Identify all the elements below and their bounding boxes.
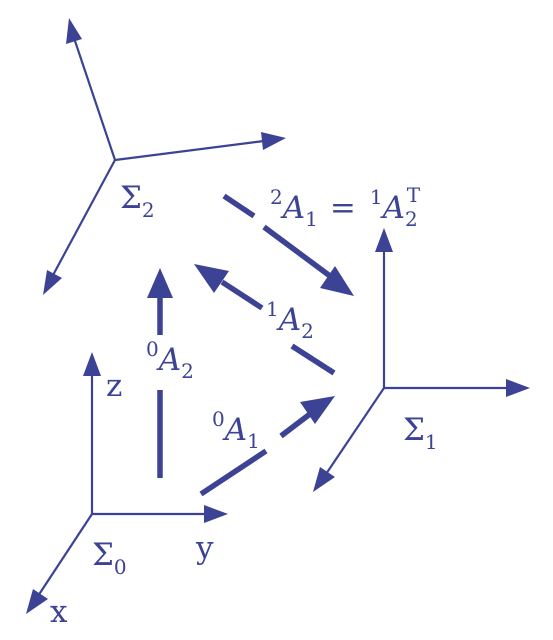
a21-arrow-lower	[262, 224, 332, 279]
frame-sigma2: Σ2	[43, 18, 286, 295]
transform-a12: 1A2	[194, 264, 336, 376]
a21-base: A	[280, 190, 305, 226]
a12-pre: 1	[266, 297, 279, 321]
sigma2-index: 2	[142, 198, 155, 222]
frame-sigma0: z y x Σ0	[26, 352, 228, 630]
sigma2-z-arrowhead	[66, 18, 82, 44]
sigma0-index: 0	[114, 555, 127, 579]
a02-pre: 0	[146, 337, 159, 361]
sigma1-symbol: Σ	[403, 412, 425, 448]
sigma1-index: 1	[425, 430, 438, 454]
sigma2-y-axis	[114, 139, 265, 162]
a01-arrowhead	[300, 396, 335, 424]
sigma0-symbol: Σ	[92, 537, 114, 573]
a21-sub: 1	[305, 207, 318, 231]
sigma1-z-arrowhead	[375, 228, 393, 252]
transform-a02: 0A2	[146, 268, 194, 478]
a21-rhs-sub: 2	[405, 207, 418, 231]
a21-rhs-pre: 1	[370, 185, 383, 209]
a21-equation: 2A1=1A2T	[270, 183, 421, 231]
sigma1-x-arrowhead	[313, 467, 335, 492]
a12-base: A	[276, 302, 301, 338]
frame-sigma1: Σ1	[313, 228, 530, 492]
a12-arrow-upper	[220, 279, 264, 311]
a01-sub: 1	[247, 429, 260, 453]
sigma0-x-axis	[37, 513, 93, 597]
sigma0-y-label: y	[195, 530, 214, 566]
a02-sub: 2	[181, 359, 194, 383]
sigma1-x-axis	[325, 387, 385, 475]
sigma0-y-arrowhead	[204, 505, 228, 523]
a02-arrowhead	[147, 268, 173, 298]
sigma2-x-arrowhead	[43, 270, 62, 295]
sigma2-y-arrowhead	[261, 132, 286, 150]
a21-arrowhead	[320, 266, 354, 296]
sigma0-z-arrowhead	[83, 352, 101, 376]
sigma2-z-axis	[72, 37, 117, 161]
a01-pre: 0	[212, 407, 225, 431]
sigma2-x-axis	[51, 159, 116, 278]
a12-arrow-lower	[290, 343, 336, 376]
a21-rhs-sup: T	[407, 183, 421, 207]
a21-arrow-upper	[222, 193, 256, 219]
sigma1-label: Σ1	[403, 412, 438, 454]
a01-arrow-lower	[199, 448, 268, 497]
transform-a21: 2A1=1A2T	[222, 183, 421, 296]
a02-label: 0A2	[146, 337, 194, 383]
a12-sub: 2	[301, 319, 314, 343]
a01-label: 0A1	[212, 407, 260, 453]
sigma2-label: Σ2	[120, 180, 155, 222]
sigma0-z-label: z	[106, 368, 122, 404]
a21-pre: 2	[270, 185, 283, 209]
sigma1-y-arrowhead	[506, 379, 530, 397]
a21-equals: =	[330, 190, 356, 226]
a21-rhs-base: A	[380, 190, 405, 226]
a01-arrow-upper	[279, 411, 312, 439]
sigma2-symbol: Σ	[120, 180, 142, 216]
a02-base: A	[156, 342, 181, 378]
sigma0-label: Σ0	[92, 537, 127, 579]
sigma0-x-arrowhead	[26, 589, 48, 614]
a12-arrowhead	[194, 264, 229, 293]
a01-base: A	[222, 412, 247, 448]
transform-a01: 0A1	[199, 396, 335, 497]
a12-label: 1A2	[266, 297, 314, 343]
sigma0-x-label: x	[50, 594, 68, 630]
